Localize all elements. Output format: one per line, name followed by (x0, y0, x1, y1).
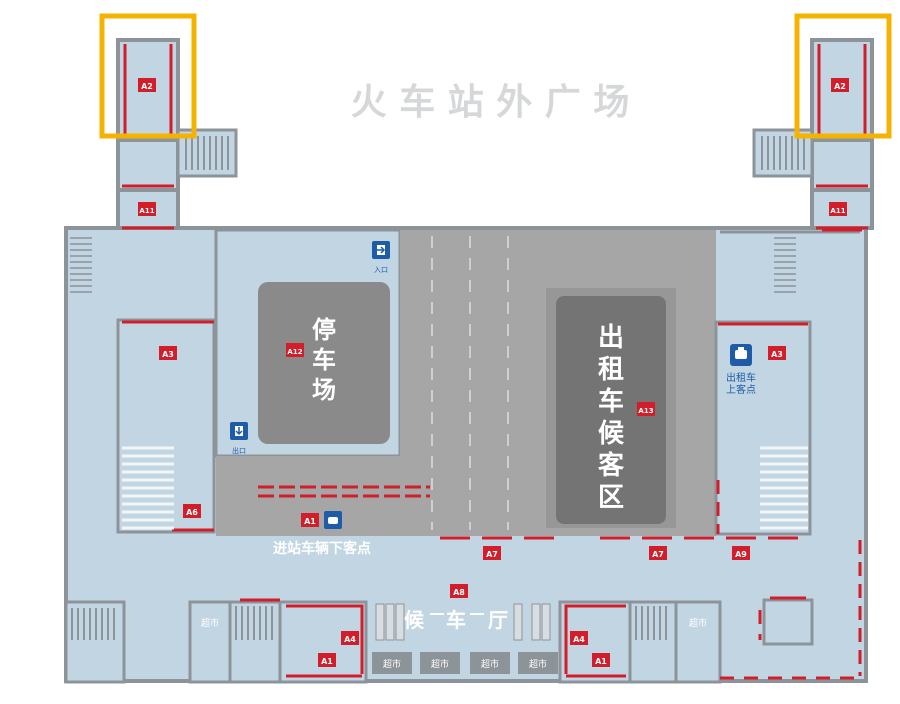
waiting-hall-char-3: 厅 (488, 608, 508, 632)
marker-a11-right: A11 (829, 202, 847, 216)
parking-char-3: 场 (312, 376, 336, 404)
left-shop-block (188, 600, 368, 684)
marker-a7-right: A7 (649, 546, 667, 560)
svg-text:A1: A1 (595, 657, 607, 666)
marker-a4-right: A4 (570, 631, 588, 645)
left-stairs-lower (122, 446, 174, 530)
marker-a3-right: A3 (768, 346, 786, 360)
right-kiosk (762, 598, 814, 646)
svg-text:A2: A2 (141, 82, 153, 91)
marker-a4-left: A4 (341, 631, 359, 645)
supermarket-kiosk (420, 652, 460, 674)
entry-label: 入口 (374, 266, 388, 274)
svg-text:A13: A13 (638, 407, 653, 415)
taxi-waiting-area (556, 296, 666, 524)
highlight-box-left (99, 13, 197, 139)
svg-text:A4: A4 (573, 635, 585, 644)
taxi-wait-char-4: 候 (598, 419, 625, 449)
svg-text:A2: A2 (834, 82, 846, 91)
marker-a7-mid: A7 (483, 546, 501, 560)
supermarket-label-right: 超市 (689, 617, 707, 629)
marker-a2-right: A2 (831, 78, 849, 92)
waiting-hall-char-1: 候 (404, 608, 425, 632)
svg-text:A4: A4 (344, 635, 356, 644)
parking-char-1: 停 (312, 316, 336, 344)
marker-a1-bottom-left: A1 (318, 653, 336, 667)
marker-a6: A6 (183, 504, 201, 518)
taxi-wait-char-2: 租 (598, 355, 624, 385)
parking-exit-sign: 出口 (230, 422, 248, 455)
supermarket-kiosk (372, 652, 412, 674)
left-vent-stairs (70, 237, 92, 293)
dropoff-curb-lines (258, 485, 430, 498)
taxi-wait-char-6: 区 (598, 483, 624, 513)
taxi-wait-char-3: 车 (598, 386, 624, 417)
dropoff-label: 进站车辆下客点 (273, 540, 371, 557)
marker-a12: A12 (286, 343, 304, 357)
parking-char-2: 车 (312, 346, 336, 374)
svg-text:A11: A11 (139, 207, 154, 215)
svg-text:A7: A7 (652, 550, 664, 559)
svg-text:A1: A1 (321, 657, 333, 666)
marker-a13: A13 (637, 402, 655, 416)
parking-entry-sign: 入口 (372, 241, 390, 274)
supermarket-kiosk-label: 超市 (431, 658, 449, 670)
supermarket-row: 超市 超市 超市 超市 (372, 652, 558, 674)
highlight-box-right (794, 13, 892, 139)
svg-text:A12: A12 (287, 348, 302, 356)
svg-text:A3: A3 (162, 350, 174, 359)
marker-a1-bottom-right: A1 (592, 653, 610, 667)
svg-text:A3: A3 (771, 350, 783, 359)
right-stairs-lower (760, 446, 808, 530)
marker-a11-left: A11 (138, 202, 156, 216)
svg-text:A7: A7 (486, 550, 498, 559)
taxi-wait-char-1: 出 (598, 323, 624, 353)
plaza-title: 火 车 站 外 广 场 (351, 82, 630, 123)
supermarket-label-left: 超市 (201, 617, 219, 629)
exit-label: 出口 (232, 446, 246, 455)
right-vent-stairs (774, 237, 796, 293)
svg-text:A1: A1 (304, 517, 316, 526)
marker-a2-left: A2 (138, 78, 156, 92)
marker-a3-left: A3 (159, 346, 177, 360)
svg-text:A11: A11 (830, 207, 845, 215)
svg-text:A9: A9 (735, 550, 747, 559)
parking-lot (258, 282, 390, 444)
taxi-pickup-label: 出租车上客点 (726, 371, 756, 396)
supermarket-kiosk (518, 652, 558, 674)
svg-text:A8: A8 (453, 588, 465, 597)
taxi-wait-char-5: 客 (598, 450, 625, 481)
supermarket-kiosk-label: 超市 (529, 658, 547, 670)
marker-a9: A9 (732, 546, 750, 560)
supermarket-kiosk-label: 超市 (481, 658, 499, 670)
taxi-pickup-sign: 出租车上客点 (726, 344, 756, 396)
marker-a8: A8 (450, 584, 468, 598)
supermarket-kiosk-label: 超市 (383, 658, 401, 670)
left-stairs-upper (176, 128, 238, 178)
supermarket-kiosk (470, 652, 510, 674)
waiting-hall-char-2: 车 (446, 608, 466, 632)
marker-a1-dropoff: A1 (301, 513, 319, 527)
waiting-hall: 候 车 厅 (375, 603, 551, 641)
left-entrance-tower (116, 38, 238, 230)
svg-text:A6: A6 (186, 508, 198, 517)
